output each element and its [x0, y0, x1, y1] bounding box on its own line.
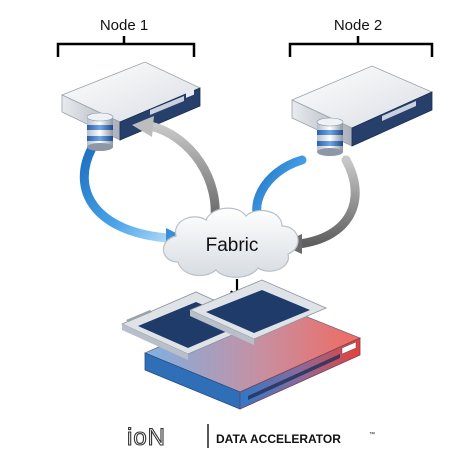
- fabric-label: Fabric: [206, 235, 259, 256]
- product-name: DATA ACCELERATOR: [216, 432, 341, 446]
- accelerator-appliance: [121, 279, 362, 410]
- arrow-fabric-to-node1: [132, 116, 220, 231]
- database-icon-node2: [316, 117, 344, 156]
- node1-bracket: [56, 36, 196, 57]
- node1-label: Node 1: [100, 17, 148, 34]
- ion-logo: ioN DATA ACCELERATOR ™: [126, 423, 375, 451]
- node2-label: Node 2: [334, 17, 382, 34]
- arrow-node1-to-fabric: [79, 143, 186, 249]
- server-icon-node2: [291, 65, 433, 147]
- trademark-symbol: ™: [369, 431, 375, 438]
- accelerator-card-right: [188, 279, 328, 345]
- database-icon-node1: [86, 112, 114, 151]
- server-icon-node1: [60, 61, 201, 141]
- fabric-cloud: [162, 207, 299, 278]
- node2-bracket: [288, 36, 434, 57]
- ion-brand-text: ioN: [127, 424, 166, 451]
